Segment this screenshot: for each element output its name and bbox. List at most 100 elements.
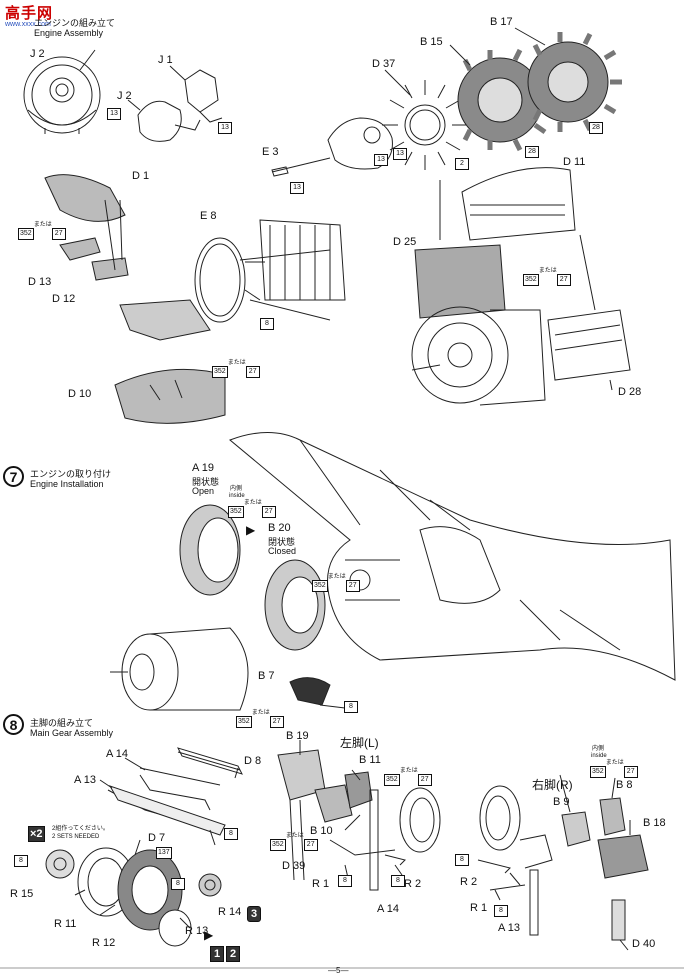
a19-state-en: Open (192, 486, 215, 496)
paint-code-box: 8 (171, 878, 185, 890)
part-label-a13: A 13 (74, 774, 97, 786)
right-leg-title: 右脚(R) (532, 778, 573, 792)
part-label-b9: B 9 (553, 796, 570, 808)
part-label-e3: E 3 (262, 146, 279, 158)
part-label-d10: D 10 (68, 388, 92, 400)
left-leg-assembly (277, 749, 441, 891)
paint-code-box: 13 (107, 108, 121, 120)
paint-code-box: 13 (374, 154, 388, 166)
part-label-a14: A 14 (106, 748, 129, 760)
part-label-d8: D 8 (244, 755, 262, 767)
part-label-d7: D 7 (148, 832, 166, 844)
part-label-r2: R 2 (404, 878, 422, 890)
nose-cowl (110, 627, 249, 711)
part-label-j2: J 2 (117, 90, 132, 102)
watermark-url: www.xxxx.com (5, 21, 51, 28)
circled-number-1: 1 (210, 946, 224, 962)
inside-note-en: inside (229, 493, 245, 499)
times-two-badge: ×2 (28, 826, 45, 842)
page-number: —5— (328, 966, 349, 975)
paint-code-box: 28 (589, 122, 603, 134)
part-label-d11: D 11 (563, 156, 586, 168)
part-label-b11: B 11 (359, 754, 381, 766)
crankcase-diagram (23, 56, 101, 134)
paint-code-box: 8 (224, 828, 238, 840)
part-label-d25: D 25 (393, 236, 417, 248)
part-label-r11: R 11 (54, 918, 77, 930)
part-label-d40: D 40 (632, 938, 656, 950)
b20-state-jp: 閉状態 (268, 537, 296, 547)
paint-code-box: 8 (455, 854, 469, 866)
part-label-a13b: A 13 (498, 922, 521, 934)
part-label-j2: J 2 (30, 48, 45, 60)
paint-pair: 352または27 (384, 768, 432, 786)
step8-title-en: Main Gear Assembly (30, 728, 114, 738)
paint-pair: 352または27 (228, 500, 276, 518)
part-label-b10: B 10 (310, 825, 333, 837)
part-label-b20: B 20 (268, 522, 291, 534)
step7-number: 7 (3, 466, 24, 487)
baffle-ring (382, 80, 468, 170)
paint-code-box: 8 (391, 875, 405, 887)
engine-assembled (245, 219, 346, 301)
arrow-icon: ▶ (246, 523, 256, 537)
part-label-b15: B 15 (420, 36, 443, 48)
paint-code-box: 2 (455, 158, 469, 170)
part-label-b7: B 7 (258, 670, 275, 682)
times-note-jp: 2組作ってください。 (52, 826, 109, 832)
cowl-flap-closed (264, 559, 326, 651)
part-label-b19: B 19 (286, 730, 309, 742)
paint-code-box: 137 (156, 847, 172, 859)
part-label-d37: D 37 (372, 58, 396, 70)
a19-state-jp: 開状態 (192, 477, 220, 487)
paint-pair: 352または27 (590, 760, 638, 778)
paint-pair: 352または27 (236, 710, 284, 728)
airframe (229, 432, 676, 681)
step6-title-jp: エンジンの組み立て (34, 18, 116, 28)
cowl-flap-open (179, 504, 241, 596)
part-label-d12: D 12 (52, 293, 76, 305)
b20-state-en: Closed (268, 546, 297, 556)
paint-code-box: 13 (393, 148, 407, 160)
paint-pair: 352または27 (18, 222, 66, 240)
gear-struts (107, 747, 243, 846)
part-label-b17: B 17 (490, 16, 513, 28)
part-label-r1b: R 1 (470, 902, 488, 914)
step6-title-en: Engine Assembly (34, 28, 104, 38)
step7-title-jp: エンジンの取り付け (30, 469, 112, 479)
part-label-d13: D 13 (28, 276, 52, 288)
inside-note-jp: 内側 (230, 486, 243, 492)
paint-code-box: 13 (290, 182, 304, 194)
paint-code-box: 28 (525, 146, 539, 158)
part-label-b8: B 8 (616, 779, 633, 791)
paint-code-box: 8 (494, 905, 508, 917)
part-label-d39: D 39 (282, 860, 306, 872)
paint-pair: 352または27 (270, 833, 318, 851)
circled-number-2: 2 (226, 946, 240, 962)
part-label-a19: A 19 (192, 462, 215, 474)
paint-pair: 352または27 (523, 268, 571, 286)
paint-code-box: 8 (260, 318, 274, 330)
inside-note-en-2: inside (591, 753, 607, 759)
paint-code-box: 8 (338, 875, 352, 887)
step8-number: 8 (3, 714, 24, 735)
inside-note-jp-2: 内側 (592, 746, 605, 752)
part-label-r12: R 12 (92, 937, 116, 949)
right-leg-assembly (477, 785, 649, 941)
part-label-d1: D 1 (132, 170, 150, 182)
part-label-r13: R 13 (185, 925, 209, 937)
circled-number-3: 3 (247, 906, 261, 922)
part-label-r2b: R 2 (460, 876, 478, 888)
part-label-r1: R 1 (312, 878, 330, 890)
times-note-en: 2 SETS NEEDED (52, 834, 100, 840)
paint-code-box: 13 (218, 122, 232, 134)
part-label-b18: B 18 (643, 817, 666, 829)
left-wheel-set (45, 847, 222, 947)
step8-title-jp: 主脚の組み立て (30, 718, 94, 728)
paint-code-box: 8 (344, 701, 358, 713)
part-label-r15: R 15 (10, 888, 34, 900)
watermark-logo: 高手网 (5, 5, 54, 22)
engine-with-cowl (411, 306, 546, 406)
arrow-icon: ▶ (204, 928, 214, 942)
